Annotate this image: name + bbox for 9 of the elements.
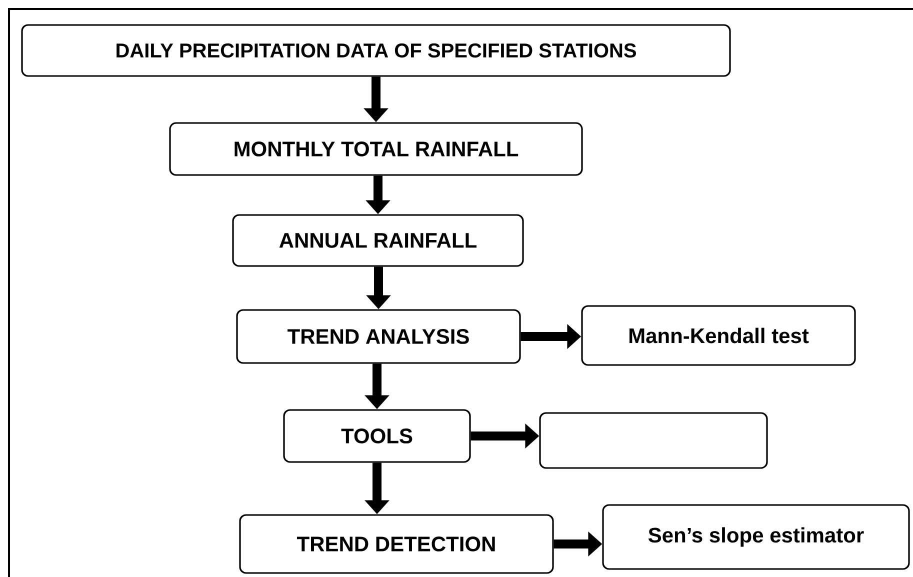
process-box: ANNUAL RAINFALL (232, 214, 524, 267)
process-box: TOOLS (283, 409, 471, 463)
process-box: Sen’s slope estimator (602, 504, 910, 570)
process-box: MONTHLY TOTAL RAINFALL (169, 122, 583, 176)
process-box (539, 412, 768, 469)
process-box: DAILY PRECIPITATION DATA OF SPECIFIED STATIONS (21, 24, 731, 77)
process-box: Mann-Kendall test (581, 305, 856, 366)
process-box: TREND DETECTION (239, 514, 554, 574)
process-box: TREND ANALYSIS (236, 309, 521, 364)
